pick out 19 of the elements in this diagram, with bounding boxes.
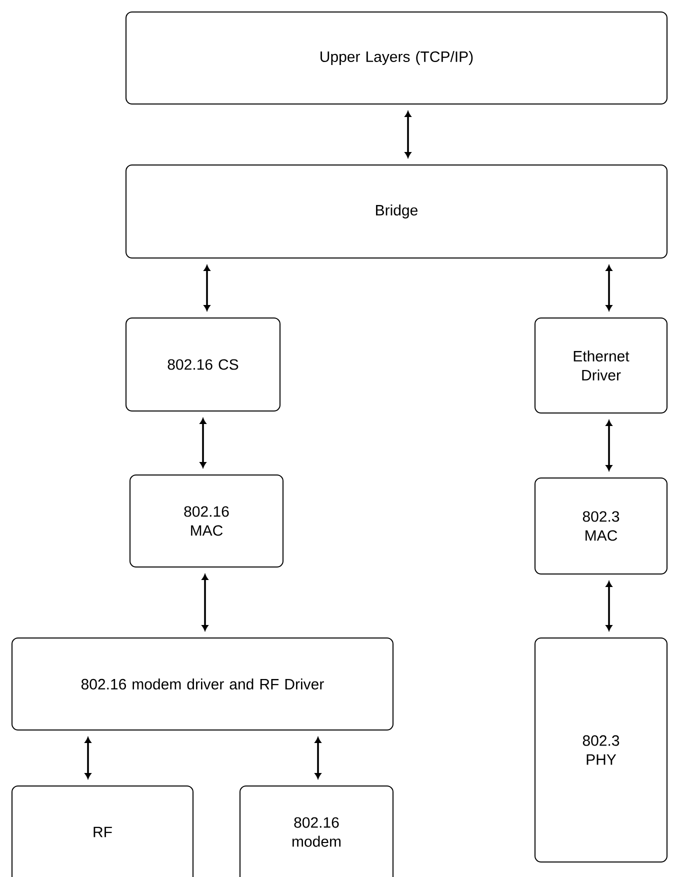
layer-box: 802.16 MAC <box>130 474 284 568</box>
layer-box: 802.16 CS <box>126 318 280 412</box>
layer-box: 802.3 PHY <box>534 638 668 862</box>
layer-box: Ethernet Driver <box>534 318 668 414</box>
layer-box: 802.3 MAC <box>534 478 668 574</box>
double-arrow <box>606 265 612 311</box>
double-arrow <box>202 574 208 631</box>
layer-box: Upper Layers (TCP/IP) <box>126 12 668 104</box>
layer-box: 802.16 modem <box>240 786 394 877</box>
layer-box: Bridge <box>126 164 668 258</box>
layer-box: 802.16 modem driver and RF Driver <box>12 638 394 730</box>
double-arrow <box>314 737 322 779</box>
double-arrow <box>404 111 412 158</box>
double-arrow <box>200 418 206 468</box>
double-arrow <box>606 581 612 631</box>
double-arrow <box>84 737 92 779</box>
double-arrow <box>606 420 612 471</box>
layer-box: RF <box>12 786 194 877</box>
double-arrow <box>204 265 210 311</box>
